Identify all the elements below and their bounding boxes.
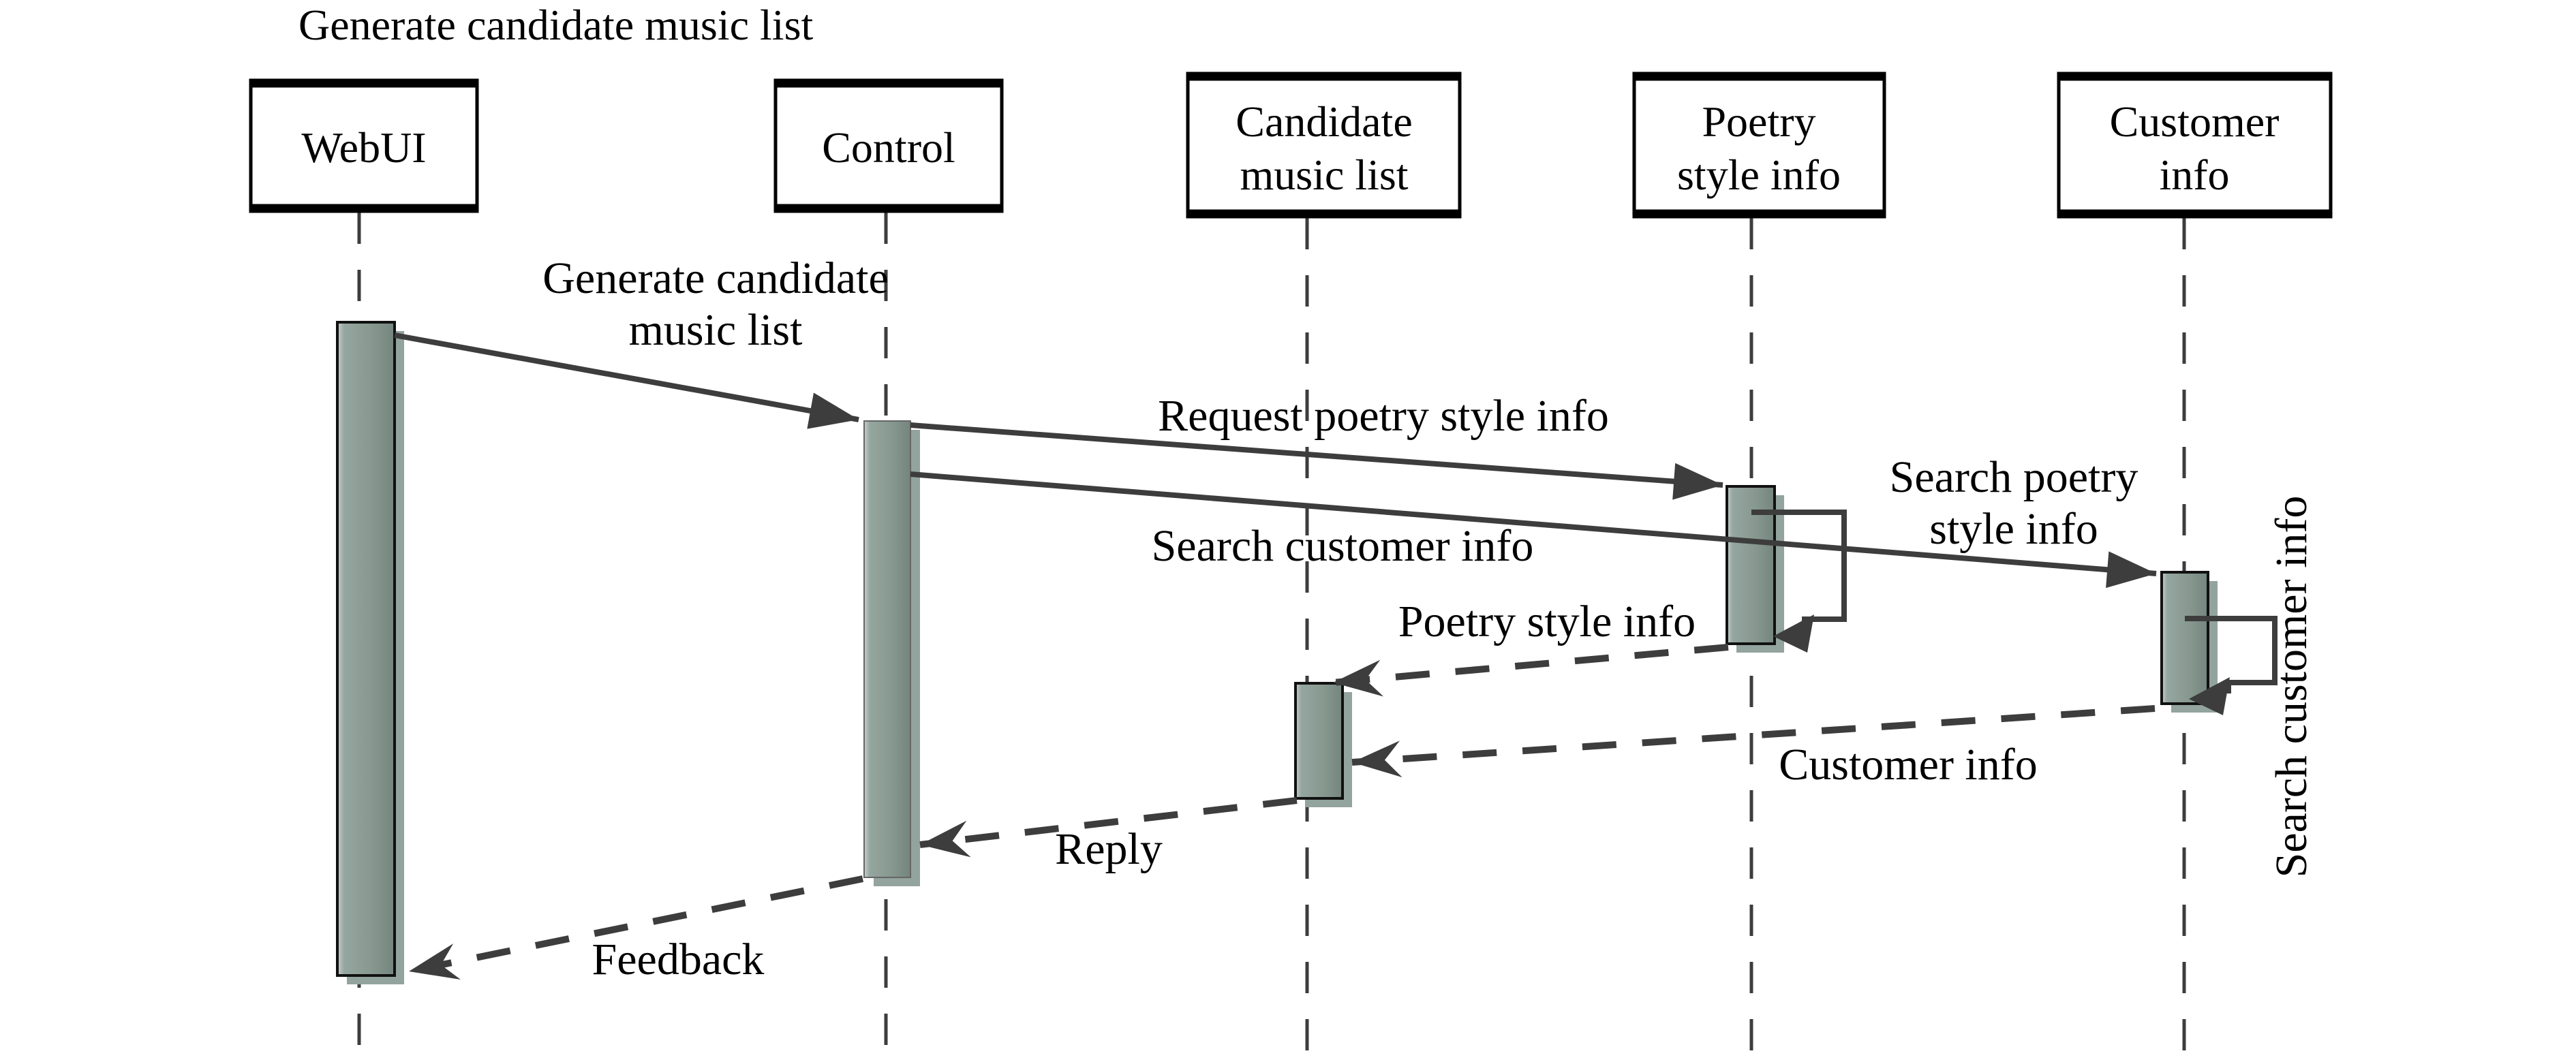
message-label-generate-line1: Generate candidate	[542, 253, 889, 303]
actor-label-poetry-line1: Poetry	[1702, 97, 1815, 146]
actor-label-control: Control	[822, 123, 955, 172]
actor-box-webui: WebUI	[249, 78, 479, 213]
actor-label-poetry-line2: style info	[1677, 151, 1841, 199]
self-message-loop-poetry-style-info	[1751, 510, 1847, 653]
message-arrow-poetry-style-info-return	[1332, 644, 1729, 697]
actor-box-poetry-style-info: Poetry style info	[1632, 72, 1886, 219]
message-arrow-generate-candidate-music-list	[394, 332, 859, 429]
actor-label-webui: WebUI	[301, 123, 426, 172]
activation-bar-customer-info	[2160, 571, 2218, 713]
message-label-generate-line2: music list	[629, 305, 803, 355]
message-label-search-poetry-line2: style info	[1929, 504, 2098, 554]
message-arrow-search-customer-info	[910, 471, 2157, 589]
actor-label-customer-line2: info	[2159, 151, 2229, 199]
message-arrow-request-poetry-style-info	[910, 422, 1723, 500]
actor-label-customer-line1: Customer	[2110, 97, 2280, 146]
actor-label-candidate-line1: Candidate	[1236, 97, 1412, 146]
message-arrow-reply	[919, 797, 1298, 858]
actor-box-control: Control	[773, 78, 1004, 213]
message-label-customer-info-return: Customer info	[1779, 740, 2037, 790]
diagram-title: Generate candidate music list	[298, 1, 813, 49]
actor-box-customer-info: Customer info	[2057, 72, 2333, 219]
activation-bar-candidate-music-list	[1294, 682, 1352, 807]
message-label-reply: Reply	[1055, 824, 1163, 874]
message-arrow-customer-info-return	[1351, 705, 2156, 778]
activation-bar-poetry-style-info	[1726, 485, 1784, 653]
message-label-poetry-style-info-return: Poetry style info	[1398, 597, 1696, 646]
activation-bar-control	[863, 420, 920, 886]
message-label-search-customer-info-vertical: Search customer info	[2267, 496, 2316, 878]
actor-label-candidate-line2: music list	[1240, 151, 1408, 199]
message-label-search-poetry-line1: Search poetry	[1890, 452, 2138, 502]
message-label-search-customer-info: Search customer info	[1152, 521, 1534, 571]
self-message-loop-customer-info	[2185, 616, 2278, 715]
message-label-request-poetry-style-info: Request poetry style info	[1158, 391, 1609, 441]
actor-box-candidate-music-list: Candidate music list	[1186, 72, 1462, 219]
message-arrow-feedback	[408, 875, 864, 980]
activation-bar-webui	[336, 321, 404, 984]
message-label-feedback: Feedback	[592, 935, 765, 984]
